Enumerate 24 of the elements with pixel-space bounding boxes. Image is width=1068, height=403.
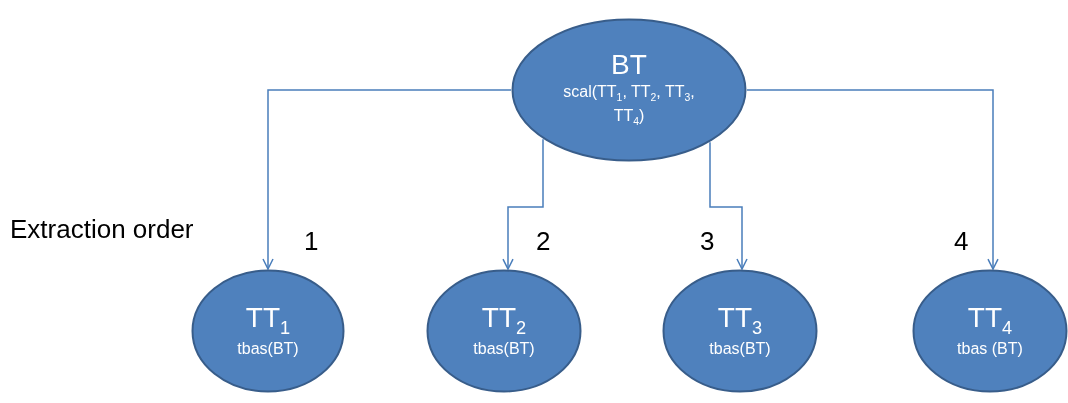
node-formula: tbas (BT) [957, 338, 1023, 359]
arrow [502, 138, 544, 270]
arrow [746, 89, 999, 270]
node-title: TT$_{4}$ [967, 302, 1013, 338]
node-title: TT$_{2}$ [481, 302, 527, 338]
node-formula: tbas(BT) [237, 338, 299, 359]
node-title: TT$_{1}$ [245, 302, 291, 338]
ellipse-node [191, 269, 345, 393]
order-number: 1 [304, 226, 319, 257]
ellipse-node [662, 269, 818, 393]
order-number: 3 [700, 226, 715, 257]
node-formula: tbas(BT) [473, 338, 535, 359]
node-formula: tbas(BT) [709, 338, 771, 359]
arrow [709, 141, 748, 270]
order-number: 4 [954, 226, 969, 257]
node-title: TT$_{3}$ [717, 302, 763, 338]
ellipse-node [426, 269, 582, 393]
node-formula: scal(TT$_{1}$, TT$_{2}$, TT$_{3}$, TT$_{4}$) [562, 82, 696, 130]
node-title: BT [611, 50, 647, 82]
ellipse-node [912, 269, 1068, 393]
ellipse-node [511, 18, 747, 162]
order-number: 2 [536, 226, 551, 257]
arrow [262, 89, 512, 270]
axis-label: Extraction order [10, 214, 194, 245]
